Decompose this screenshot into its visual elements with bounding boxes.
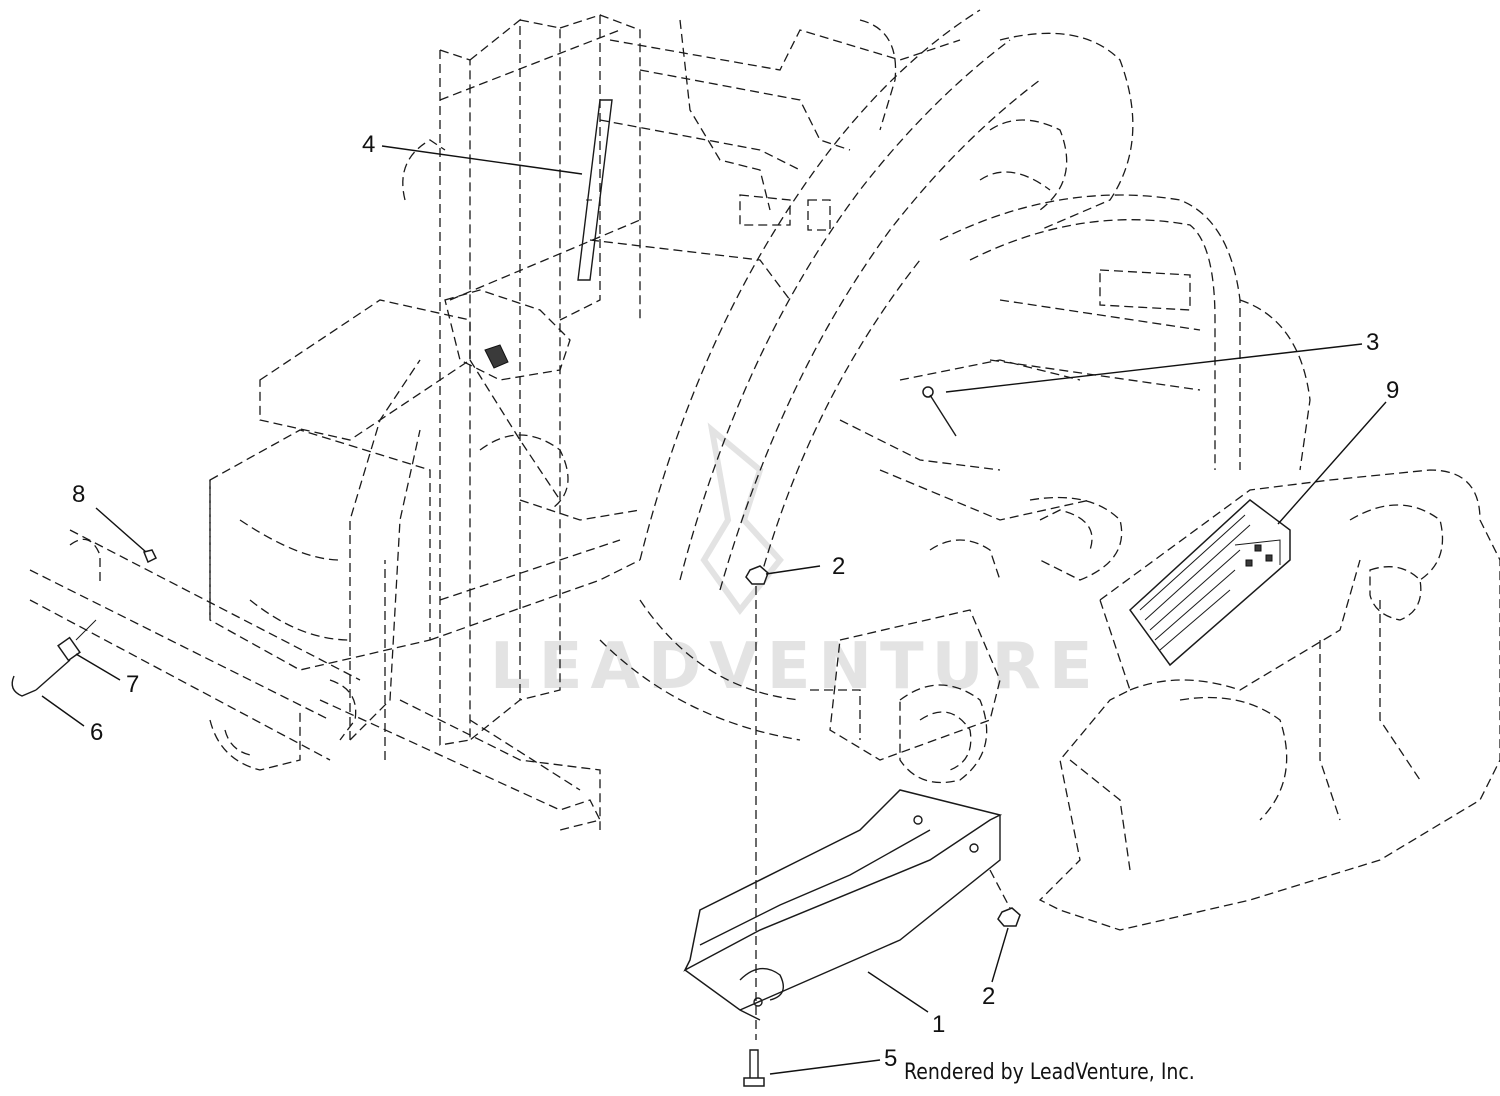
leader-lines <box>41 145 1387 1075</box>
rear-axle-tube <box>29 529 361 761</box>
callout-2-bottom: 2 <box>982 983 995 1010</box>
rear-cage <box>939 194 1311 471</box>
flange-bolt <box>743 1049 765 1087</box>
leader-1 <box>867 971 929 1013</box>
callout-8: 8 <box>72 481 85 508</box>
callout-1: 1 <box>932 1011 945 1038</box>
flange-nut-top <box>745 565 769 1040</box>
hitch-clip <box>11 675 37 697</box>
skid-plate <box>683 789 1003 1021</box>
floor-panel <box>209 299 641 671</box>
leader-5 <box>769 1059 881 1075</box>
callout-4: 4 <box>362 131 375 158</box>
leader-4 <box>381 145 583 175</box>
flange-nut-bottom <box>989 869 1021 927</box>
transaxle-housing <box>810 509 1093 784</box>
lower-left-frame <box>209 699 601 831</box>
callout-5: 5 <box>884 1045 897 1072</box>
roll-bar-sweep <box>639 9 1041 591</box>
steering-shroud <box>979 32 1134 231</box>
callout-labels: 4 3 9 8 7 6 2 2 1 5 <box>72 131 1399 1072</box>
leader-6 <box>41 695 85 727</box>
leader-7 <box>75 653 121 681</box>
leader-3 <box>945 343 1363 393</box>
latch-handle <box>444 289 571 501</box>
gas-strut <box>577 99 613 281</box>
callout-2-top: 2 <box>832 553 845 580</box>
hitch-pin-set <box>11 549 158 697</box>
leader-2a <box>765 565 821 575</box>
warning-decal <box>1128 499 1291 667</box>
mounting-bolt-top <box>922 386 957 437</box>
callout-7: 7 <box>126 671 139 698</box>
leadventure-watermark-logo: LEADVENTURE <box>490 422 1101 704</box>
leader-2b <box>991 927 1009 983</box>
callout-9: 9 <box>1386 377 1399 404</box>
cab-upper-structure <box>589 19 961 301</box>
fuel-tank <box>1038 469 1500 931</box>
rops-frame <box>349 14 641 760</box>
rendered-by-credit: Rendered by LeadVenture, Inc. <box>904 1060 1195 1085</box>
watermark-text: LEADVENTURE <box>490 630 1101 704</box>
leader-8 <box>95 507 147 553</box>
leader-9 <box>1277 401 1387 525</box>
hitch-sleeve <box>57 636 81 662</box>
center-chassis <box>479 359 1123 741</box>
callout-6: 6 <box>90 719 103 746</box>
hitch-nut <box>142 549 158 564</box>
callout-3: 3 <box>1366 329 1379 356</box>
